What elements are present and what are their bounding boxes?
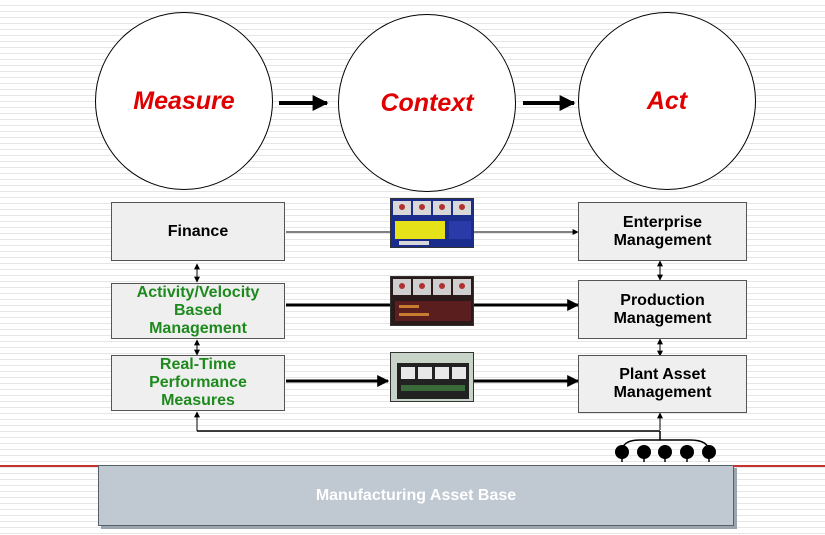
plant-line-1: Plant Asset: [619, 366, 706, 383]
real-time-performance-box: Real-Time Performance Measures: [111, 355, 285, 411]
sensor-node: [702, 445, 716, 459]
enterprise-management-box: Enterprise Management: [578, 202, 747, 261]
base-label: Manufacturing Asset Base: [315, 486, 517, 504]
measure-stage: Measure: [95, 12, 273, 190]
realtime-line-1: Real-Time: [159, 356, 237, 373]
measure-label: Measure: [133, 86, 235, 115]
activity-line-2: Based: [173, 302, 223, 319]
plant-asset-management-box: Plant Asset Management: [578, 355, 747, 413]
activity-velocity-box: Activity/Velocity Based Management: [111, 283, 285, 339]
activity-line-3: Management: [149, 320, 247, 337]
enterprise-line-1: Enterprise: [622, 213, 703, 231]
sensor-node: [680, 445, 694, 459]
plant-line-2: Management: [613, 384, 712, 401]
act-stage: Act: [578, 12, 756, 190]
enterprise-line-2: Management: [613, 231, 712, 249]
finance-box: Finance: [111, 202, 285, 261]
production-management-box: Production Management: [578, 280, 747, 339]
production-line-2: Management: [613, 309, 712, 327]
context-label: Context: [380, 88, 474, 117]
production-dashboard-thumbnail: [390, 276, 474, 326]
realtime-line-2: Performance: [149, 374, 247, 391]
finance-dashboard-thumbnail: [390, 198, 474, 248]
manufacturing-asset-base: Manufacturing Asset Base: [98, 465, 734, 526]
production-line-1: Production: [620, 291, 705, 309]
context-stage: Context: [338, 14, 516, 192]
act-label: Act: [646, 86, 688, 115]
sensor-node: [637, 445, 651, 459]
finance-label: Finance: [167, 222, 229, 240]
plant-asset-dashboard-thumbnail: [390, 352, 474, 402]
activity-line-1: Activity/Velocity: [136, 284, 260, 301]
realtime-line-3: Measures: [161, 392, 235, 409]
sensor-nodes: [615, 445, 716, 462]
sensor-node: [658, 445, 672, 459]
sensor-node: [615, 445, 629, 459]
